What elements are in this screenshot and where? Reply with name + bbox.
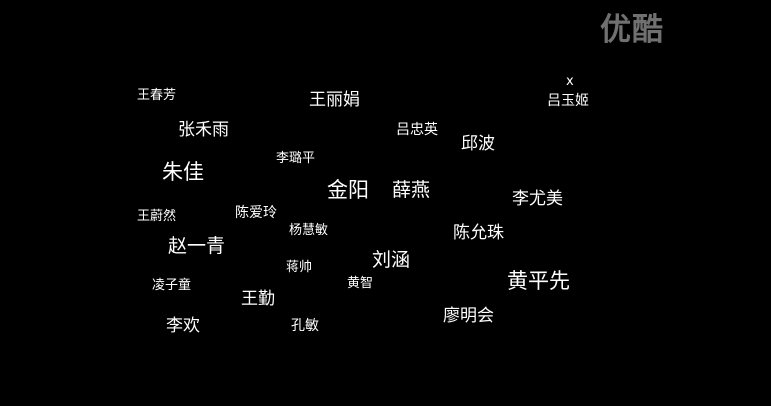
name-xue-yan: 薛燕 — [392, 179, 431, 201]
name-chen-yunzhu: 陈允珠 — [453, 223, 504, 243]
name-qiu-bo: 邱波 — [461, 134, 495, 154]
name-lv-yuji: 吕玉姬 — [547, 93, 589, 109]
name-liao-minghui: 廖明会 — [443, 306, 494, 326]
name-wang-weiran: 王蔚然 — [137, 209, 177, 224]
name-huang-zhi: 黄智 — [347, 276, 374, 291]
name-lv-zhongying: 吕忠英 — [396, 122, 438, 138]
close-button[interactable]: x — [566, 74, 574, 89]
name-yang-huimin: 杨慧敏 — [289, 223, 329, 238]
name-huang-pingxian: 黄平先 — [507, 269, 570, 293]
youku-logo-watermark: 优酷 — [600, 12, 664, 48]
name-chen-ailing: 陈爱玲 — [235, 205, 277, 221]
name-li-luping: 李璐平 — [276, 151, 316, 166]
name-jin-yang: 金阳 — [327, 178, 369, 202]
name-zhao-yiqing: 赵一青 — [168, 235, 226, 257]
name-wang-qin: 王勤 — [241, 289, 275, 309]
name-zhang-heyu: 张禾雨 — [178, 120, 229, 140]
name-liu-han: 刘涵 — [372, 249, 411, 271]
name-wang-lijuan: 王丽娟 — [309, 90, 360, 110]
name-jiang-shuai: 蒋帅 — [286, 260, 313, 275]
name-li-youmei: 李尤美 — [512, 189, 563, 209]
name-li-huan: 李欢 — [166, 316, 200, 336]
name-ling-zitong: 凌子童 — [152, 278, 192, 293]
name-zhu-jia: 朱佳 — [162, 160, 204, 184]
name-wang-chunfang: 王春芳 — [137, 88, 177, 103]
name-kong-min: 孔敏 — [291, 318, 319, 334]
